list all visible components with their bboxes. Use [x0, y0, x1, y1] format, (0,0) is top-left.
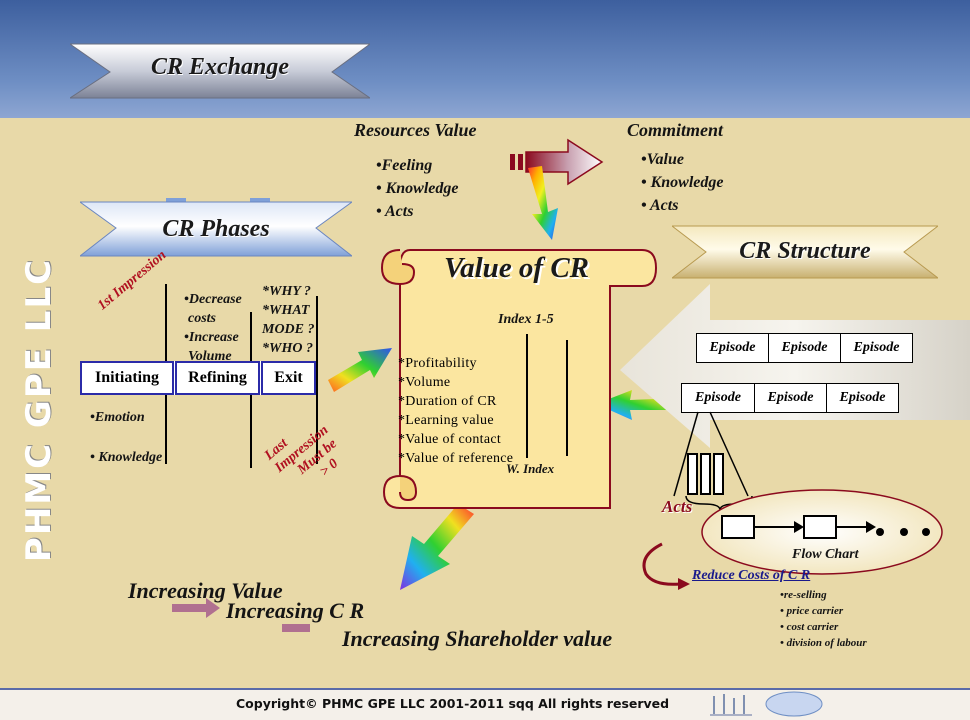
w-index-label: W. Index: [506, 461, 555, 476]
resources-title: Resources Value: [354, 120, 477, 140]
resources-item: • Knowledge: [376, 180, 459, 197]
rainbow-arrow-icon: [528, 166, 558, 240]
commitment-item: •Value: [641, 151, 684, 168]
reduce-costs-title: Reduce Costs of C R: [692, 568, 811, 583]
exit-box: Exit: [261, 361, 316, 395]
refining-note: Volume: [188, 349, 232, 364]
increase-arrow-icon: [172, 598, 220, 618]
increasing-arrows: [172, 598, 310, 638]
flow-chart-ellipse: [701, 489, 943, 575]
resources-list: •Feeling • Knowledge • Acts: [376, 154, 459, 223]
value-item: *Volume: [398, 375, 451, 390]
index-line: [566, 340, 568, 456]
index-label: Index 1-5: [498, 312, 554, 327]
commitment-title: Commitment: [627, 120, 724, 140]
exit-note: *WHY ?: [262, 284, 311, 299]
index-line: [526, 334, 528, 458]
value-item: *Value of reference: [398, 451, 514, 466]
episode-box: Episode: [754, 383, 827, 413]
commitment-list: •Value • Knowledge • Acts: [641, 148, 724, 217]
cr-structure-banner: CR Structure: [670, 222, 940, 282]
reduce-costs-item: • division of labour: [780, 637, 867, 649]
commitment-item: • Knowledge: [641, 174, 724, 191]
cr-phases-title: CR Phases: [162, 216, 270, 242]
resources-item: • Acts: [376, 203, 414, 220]
commitment-item: • Acts: [641, 197, 679, 214]
refining-notes: •Decrease costs •Increase Volume: [184, 290, 242, 366]
logo-icon: [710, 694, 752, 716]
knowledge-label: • Knowledge: [90, 450, 163, 465]
exit-notes: *WHY ? *WHAT MODE ? *WHO ?: [262, 282, 315, 358]
episode-box: Episode: [840, 333, 913, 363]
rainbow-arrow-icon: [400, 504, 474, 590]
episode-box: Episode: [826, 383, 899, 413]
footer-line: [0, 688, 970, 690]
episode-box: Episode: [696, 333, 769, 363]
exit-note: *WHO ?: [262, 341, 313, 356]
resources-item: •Feeling: [376, 157, 433, 174]
acts-label: Acts: [662, 497, 693, 516]
initiating-box: Initiating: [80, 361, 174, 395]
episode-box: Episode: [681, 383, 755, 413]
flow-chart-label: Flow Chart: [792, 547, 859, 562]
rainbow-arrow-icon: [596, 390, 680, 420]
increase-arrow-icon: [282, 618, 310, 638]
cr-structure-title: CR Structure: [739, 238, 871, 264]
refining-box: Refining: [175, 361, 260, 395]
reduce-costs-item: • price carrier: [780, 605, 844, 617]
cr-phases-banner: CR Phases: [78, 198, 354, 260]
exit-note: *WHAT: [262, 303, 310, 318]
increasing-cr: Increasing C R: [226, 598, 365, 623]
value-item: *Learning value: [398, 413, 494, 428]
refining-note: •Increase: [184, 330, 239, 345]
acts-funnel-icon: [673, 411, 753, 511]
curved-arrow-icon: [642, 542, 690, 590]
episode-box: Episode: [768, 333, 841, 363]
reduce-costs-item: • cost carrier: [780, 621, 839, 633]
refining-note: •Decrease: [184, 292, 242, 307]
value-scroll: [380, 249, 658, 509]
value-item: *Profitability: [398, 356, 477, 371]
reduce-costs-item: •re-selling: [780, 589, 827, 601]
copyright-text: Copyright© PHMC GPE LLC 2001-2011 sqq Al…: [236, 696, 670, 711]
value-of-cr-title: Value of CR: [444, 252, 590, 284]
increasing-value: Increasing Value: [128, 578, 283, 603]
value-list: *Profitability *Volume *Duration of CR *…: [398, 354, 513, 468]
logo-icon: [765, 691, 823, 717]
cr-exchange-title: CR Exchange: [150, 54, 290, 80]
value-item: *Duration of CR: [398, 394, 497, 409]
increasing-shareholder: Increasing Shareholder value: [342, 626, 613, 651]
rainbow-arrow-icon: [328, 348, 392, 392]
value-item: *Value of contact: [398, 432, 502, 447]
phase-divider: [316, 296, 318, 464]
reduce-costs-list: •re-selling • price carrier • cost carri…: [780, 587, 867, 651]
refining-note: costs: [188, 311, 216, 326]
exit-note: MODE ?: [262, 322, 315, 337]
emotion-label: •Emotion: [90, 410, 145, 425]
